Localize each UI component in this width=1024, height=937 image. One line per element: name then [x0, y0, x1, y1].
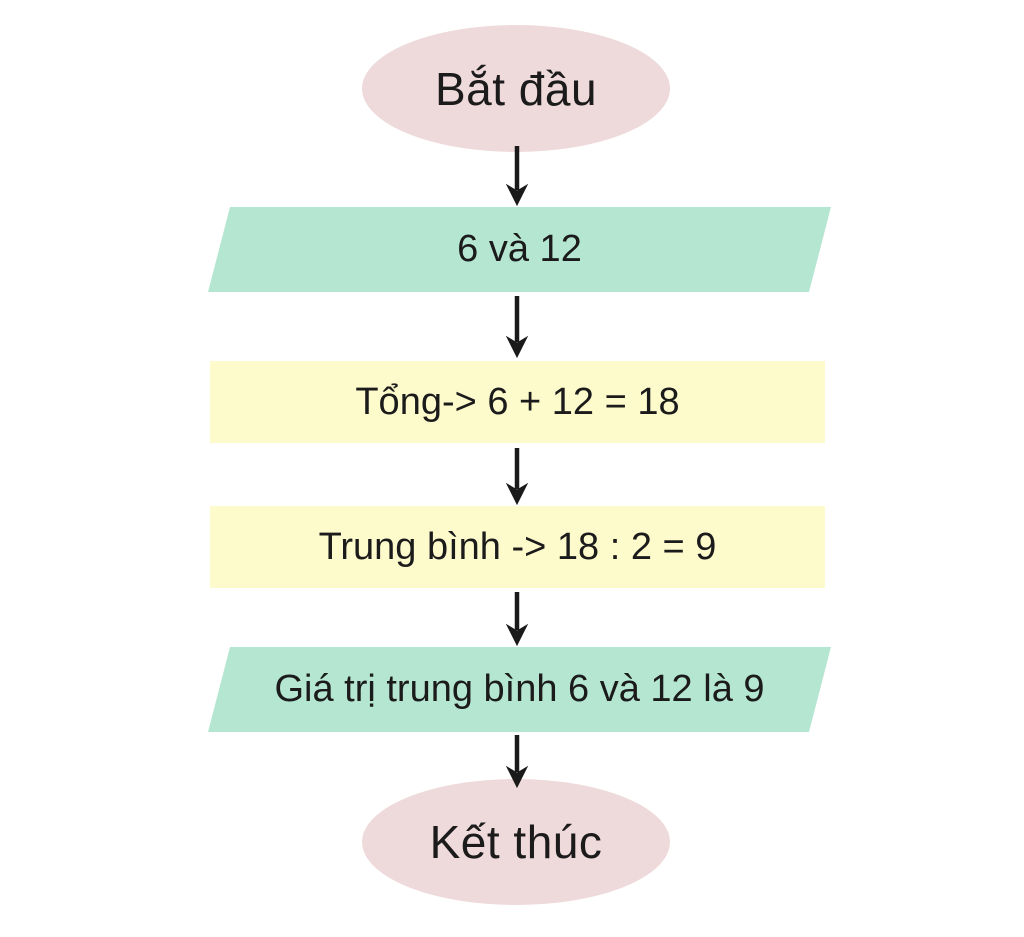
- ellipse-shape: [362, 25, 670, 152]
- flowchart-node-start: Bắt đầu: [362, 25, 670, 152]
- rectangle-shape: [210, 361, 825, 443]
- node-end-label: Kết thúc: [429, 816, 603, 868]
- flowchart-node-average: Trung bình -> 18 : 2 = 9: [210, 506, 825, 588]
- rectangle-shape: [210, 506, 825, 588]
- flowchart-node-sum: Tổng-> 6 + 12 = 18: [210, 361, 825, 443]
- flowchart-node-end: Kết thúc: [362, 779, 670, 905]
- arrow-sum-to-average: [505, 448, 529, 506]
- arrow-average-to-output: [505, 592, 529, 647]
- node-input-label: 6 và 12: [457, 228, 582, 270]
- arrow-start-to-input: [505, 146, 529, 207]
- node-start-label: Bắt đầu: [434, 62, 598, 115]
- node-average-label: Trung bình -> 18 : 2 = 9: [318, 525, 717, 568]
- flowchart-node-input: 6 và 12: [208, 207, 831, 292]
- node-output-label: Giá trị trung bình 6 và 12 là 9: [274, 668, 765, 710]
- flowchart-node-output: Giá trị trung bình 6 và 12 là 9: [208, 647, 831, 732]
- arrow-input-to-sum: [505, 296, 529, 359]
- ellipse-shape: [362, 779, 670, 905]
- node-sum-label: Tổng-> 6 + 12 = 18: [355, 380, 680, 423]
